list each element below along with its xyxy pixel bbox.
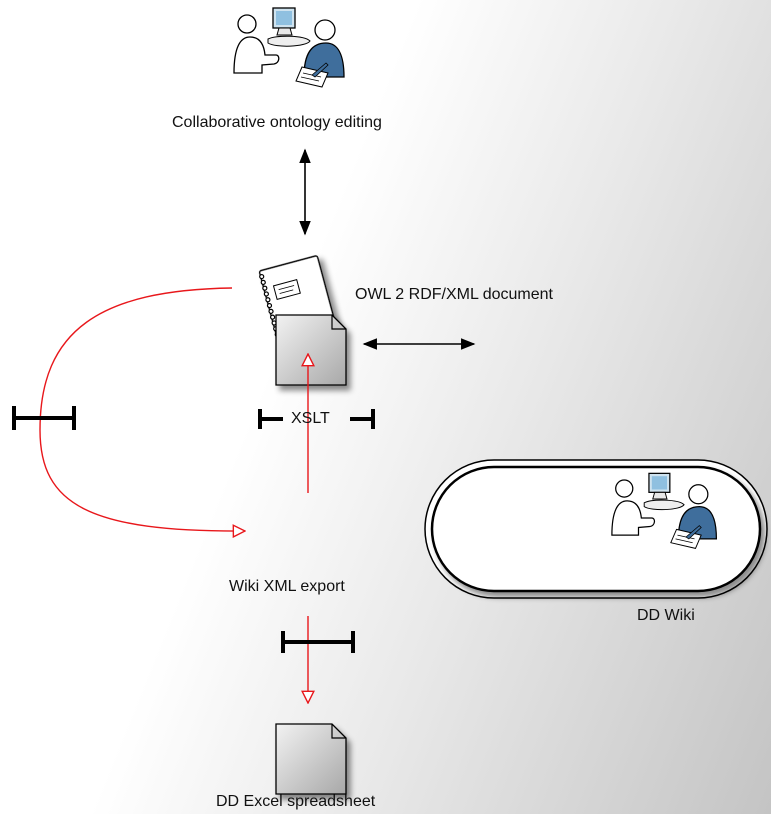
owl-to-export-curve-edge — [39, 287, 245, 531]
excel-label: DD Excel spreadsheet — [216, 793, 376, 810]
xslt-label: XSLT — [291, 410, 330, 427]
bottom-block-bar — [281, 631, 355, 653]
xslt-right-bracket — [350, 409, 375, 429]
excel-document-icon — [276, 724, 346, 794]
left-block-bar — [12, 406, 76, 430]
owl-label: OWL 2 RDF/XML document — [355, 286, 553, 303]
dd-wiki-label: DD Wiki — [637, 607, 695, 624]
collaboration-people-icon — [233, 7, 345, 88]
xslt-left-bracket — [258, 409, 283, 429]
dd-wiki-container — [424, 459, 768, 599]
wiki-export-label: Wiki XML export — [229, 578, 345, 595]
wiki-export-document-icon — [276, 315, 346, 385]
collab-label: Collaborative ontology editing — [172, 114, 382, 131]
